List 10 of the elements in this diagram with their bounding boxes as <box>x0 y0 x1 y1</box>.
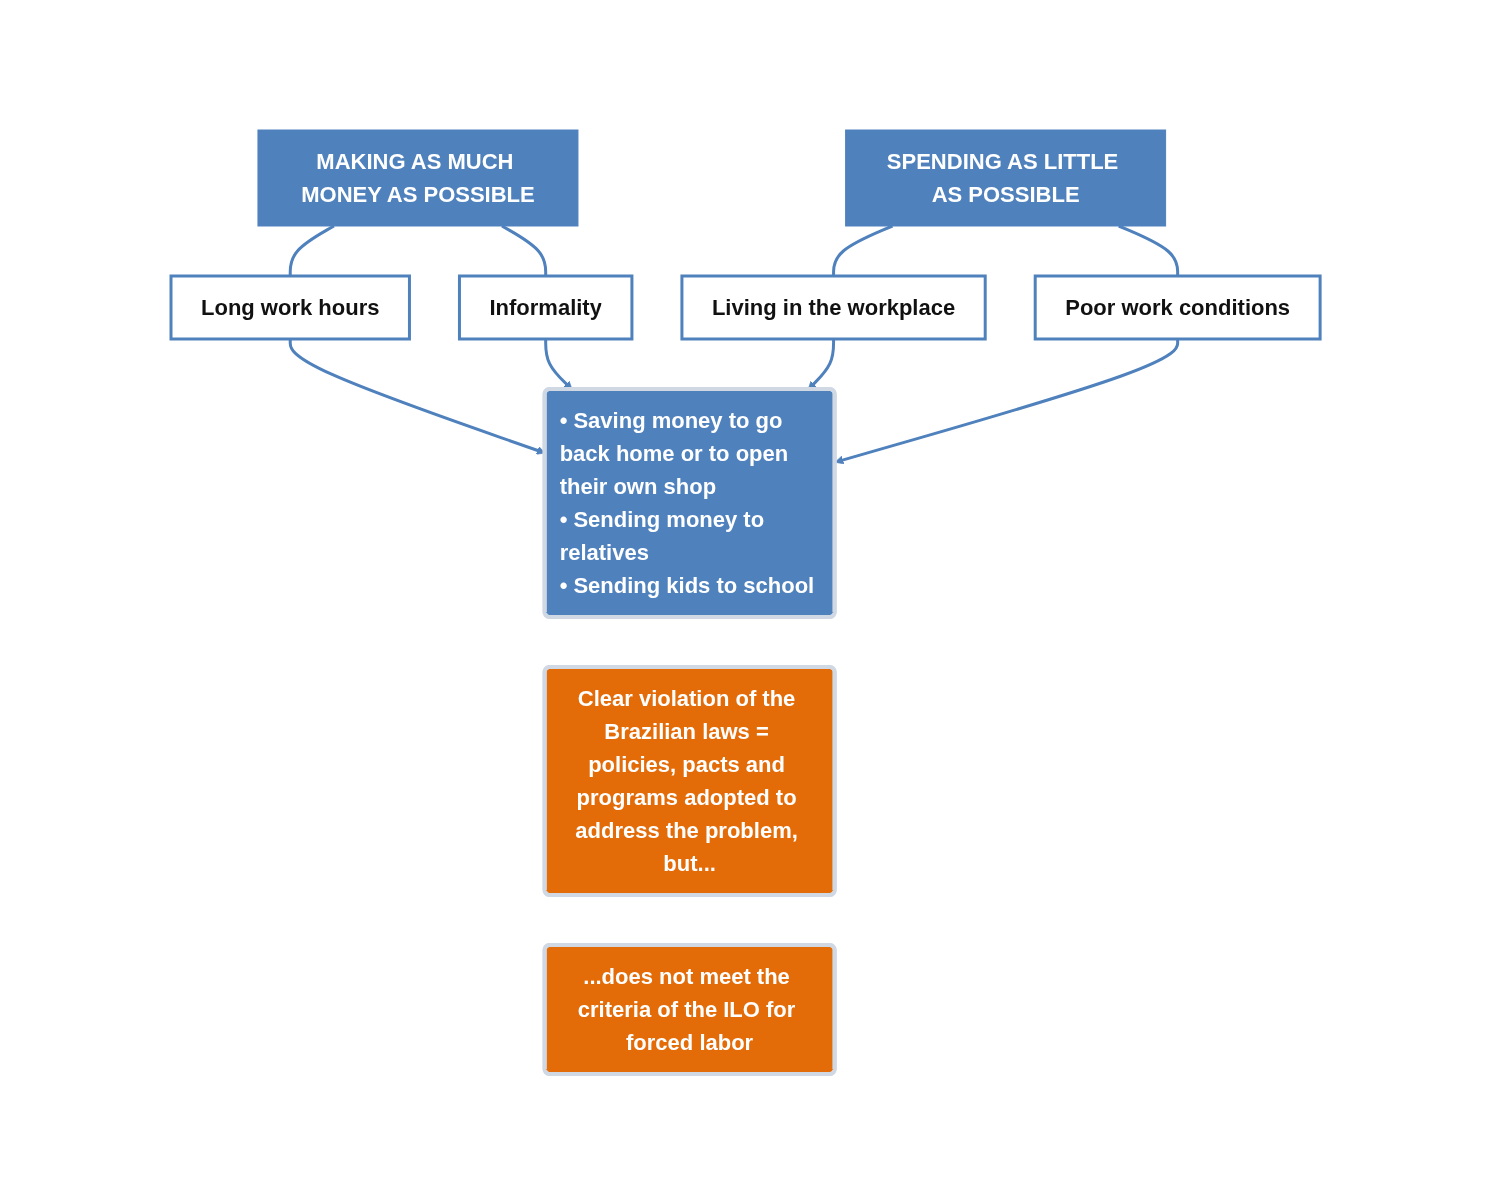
connector <box>832 224 893 276</box>
node-box: SPENDING AS LITTLE AS POSSIBLE <box>845 129 1167 226</box>
node-box: Informality <box>457 274 634 340</box>
node-box: MAKING AS MUCH MONEY AS POSSIBLE <box>257 129 579 226</box>
node-box: Living in the workplace <box>680 274 987 340</box>
connector <box>1118 224 1180 276</box>
node-box: Long work hours <box>169 274 411 340</box>
connector <box>288 224 335 276</box>
node-box: Poor work conditions <box>1033 274 1322 340</box>
connector <box>501 224 548 276</box>
